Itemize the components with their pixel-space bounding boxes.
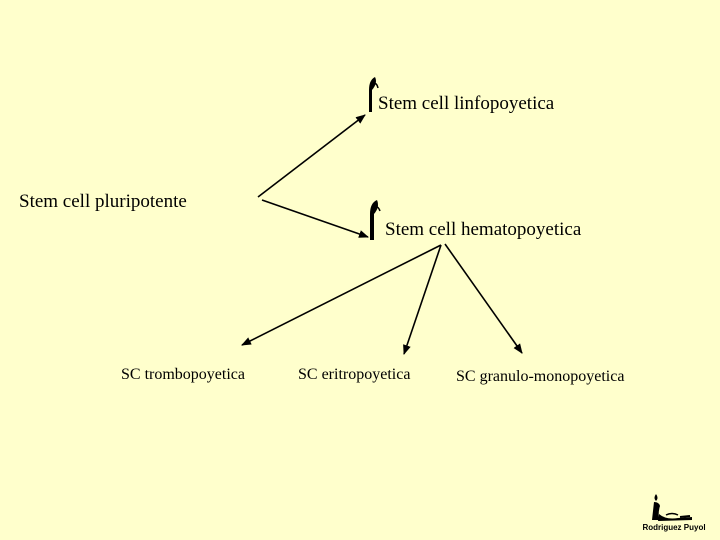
- arrow-root-to-linfopoyetica: [257, 114, 366, 198]
- node-sc-eritropoyetica: SC eritropoyetica: [298, 366, 411, 383]
- node-stem-cell-linfopoyetica: Stem cell linfopoyetica: [378, 93, 555, 114]
- signature-figure-icon: [652, 494, 692, 521]
- arrow-hematopoyetica-to-eritropoyetica: [403, 244, 442, 355]
- stem-cell-icon: [369, 77, 379, 112]
- node-stem-cell-pluripotente: Stem cell pluripotente: [19, 191, 187, 212]
- author-signature-logo: Rodriguez Puyol: [636, 492, 712, 536]
- signature-text: Rodriguez Puyol: [642, 523, 706, 532]
- node-sc-granulo-monopoyetica: SC granulo-monopoyetica: [456, 368, 625, 385]
- node-sc-trombopoyetica: SC trombopoyetica: [121, 366, 245, 383]
- stem-cell-icon: [370, 200, 381, 240]
- arrow-hematopoyetica-to-trombopoyetica: [241, 244, 442, 346]
- arrow-hematopoyetica-to-granulo-monopoyetica: [444, 243, 523, 354]
- node-stem-cell-hematopoyetica: Stem cell hematopoyetica: [385, 219, 582, 240]
- arrow-root-to-hematopoyetica: [261, 199, 369, 238]
